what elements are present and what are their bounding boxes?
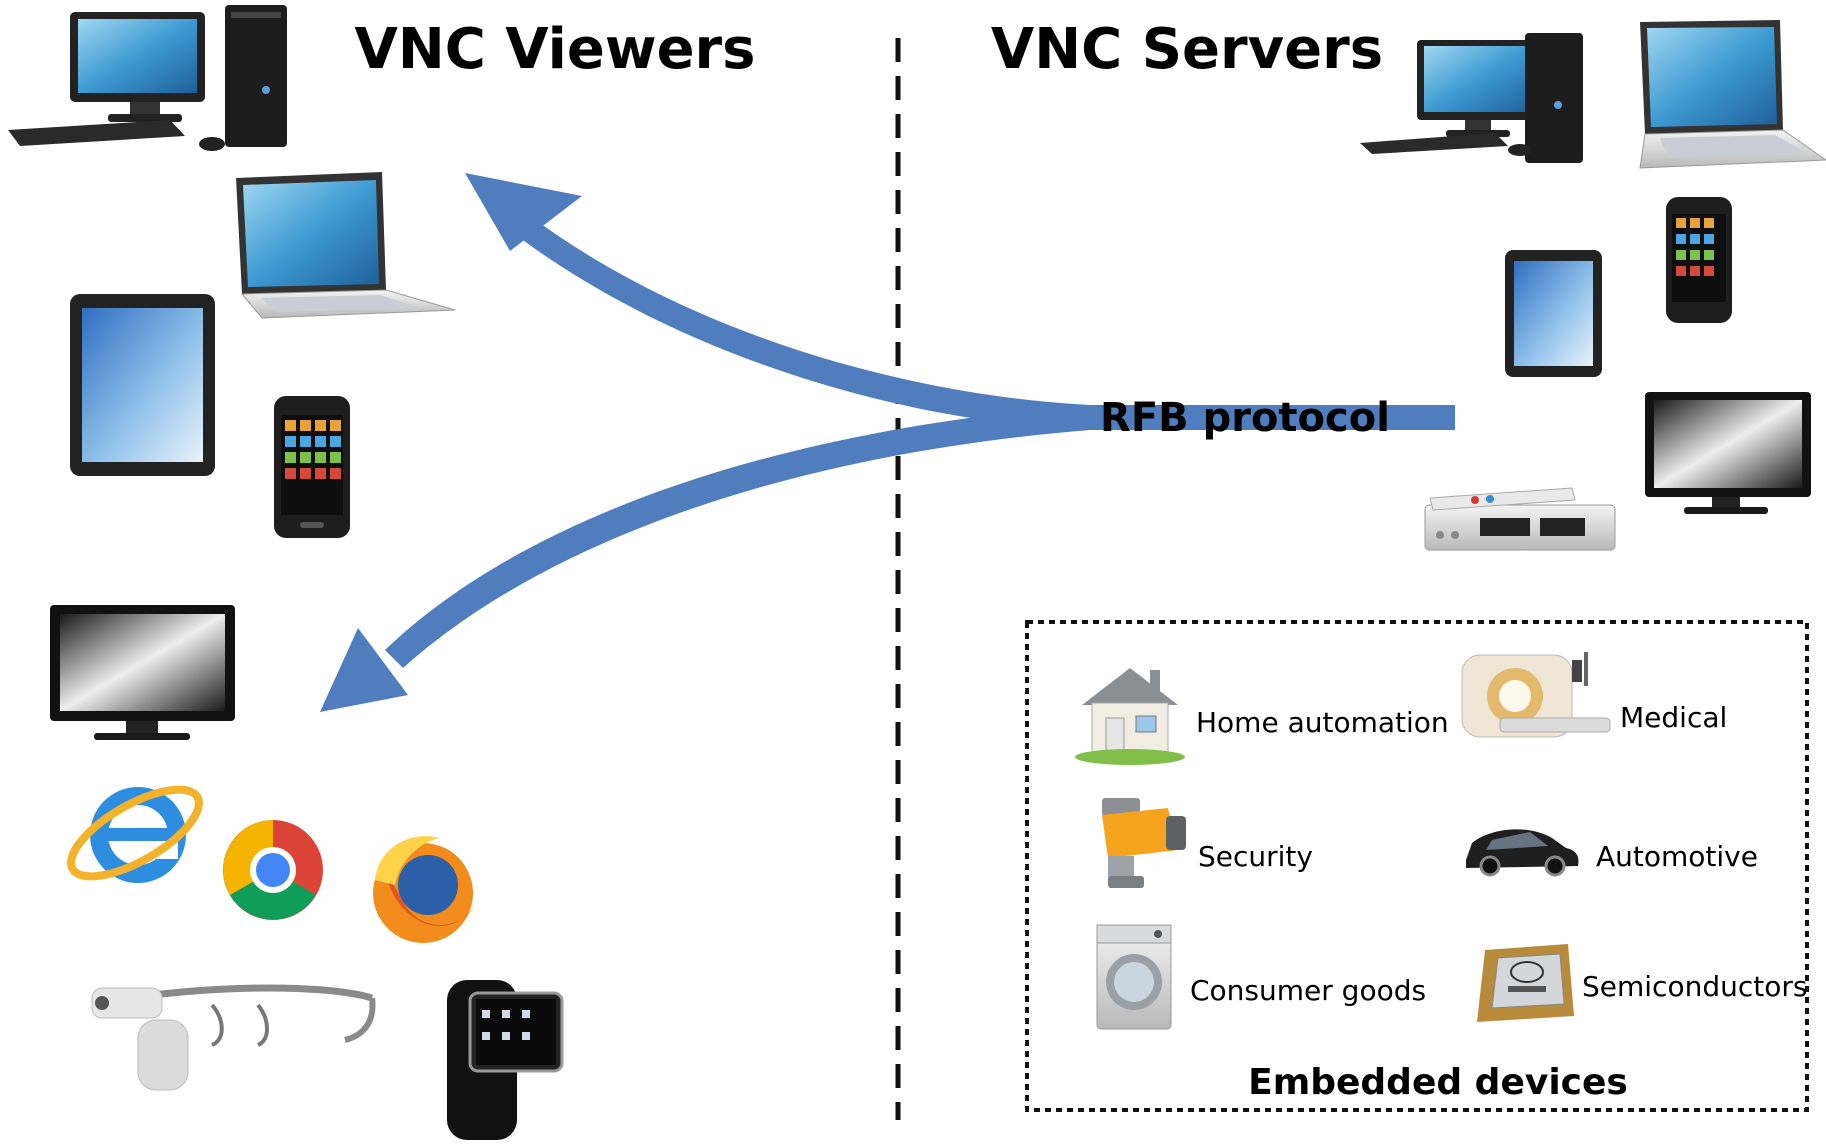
security-camera-icon [1102,798,1186,888]
server-tablet-icon [1505,250,1602,377]
embedded-item-label-automotive: Automotive [1596,840,1758,873]
car-icon [1466,829,1579,877]
internet-explorer-icon [67,785,203,883]
tablet-icon [70,294,215,476]
protocol-label: RFB protocol [1100,395,1390,441]
servers-heading: VNC Servers [991,17,1383,82]
server-desktop-computer-icon [1360,33,1583,163]
arrow-shaft-lower [385,405,1090,668]
mri-scanner-icon [1461,652,1611,738]
set-top-box-icon [1424,487,1616,551]
chrome-icon [223,820,323,920]
embedded-devices-box [1025,620,1809,1112]
server-tv-monitor-icon [1645,392,1811,514]
server-smartphone-icon [1666,197,1732,323]
server-laptop-icon [1639,20,1826,169]
embedded-item-label-medical: Medical [1620,701,1727,734]
embedded-item-label-security: Security [1198,840,1313,873]
arrow-head-lower [320,628,408,712]
arrow-head-upper [465,173,582,251]
embedded-item-label-semiconductors: Semiconductors [1582,970,1807,1003]
firefox-icon [373,836,475,943]
laptop-icon [236,172,456,319]
desktop-computer-icon [8,5,287,151]
washing-machine-icon [1096,924,1172,1030]
viewers-heading: VNC Viewers [355,17,756,82]
tv-monitor-icon [50,605,235,740]
house-icon [1075,668,1185,765]
embedded-item-label-home: Home automation [1196,706,1449,739]
smartphone-icon [274,396,350,538]
cpu-chip-icon [1477,944,1574,1022]
embedded-item-label-consumer: Consumer goods [1190,974,1426,1007]
arrow-shaft-stem [1080,405,1455,430]
rfb-arrows [320,173,1455,712]
embedded-title: Embedded devices [1248,1062,1628,1103]
arrow-shaft-upper [512,212,1090,430]
smartwatch-icon [447,980,564,1140]
smart-glasses-icon [91,984,376,1091]
